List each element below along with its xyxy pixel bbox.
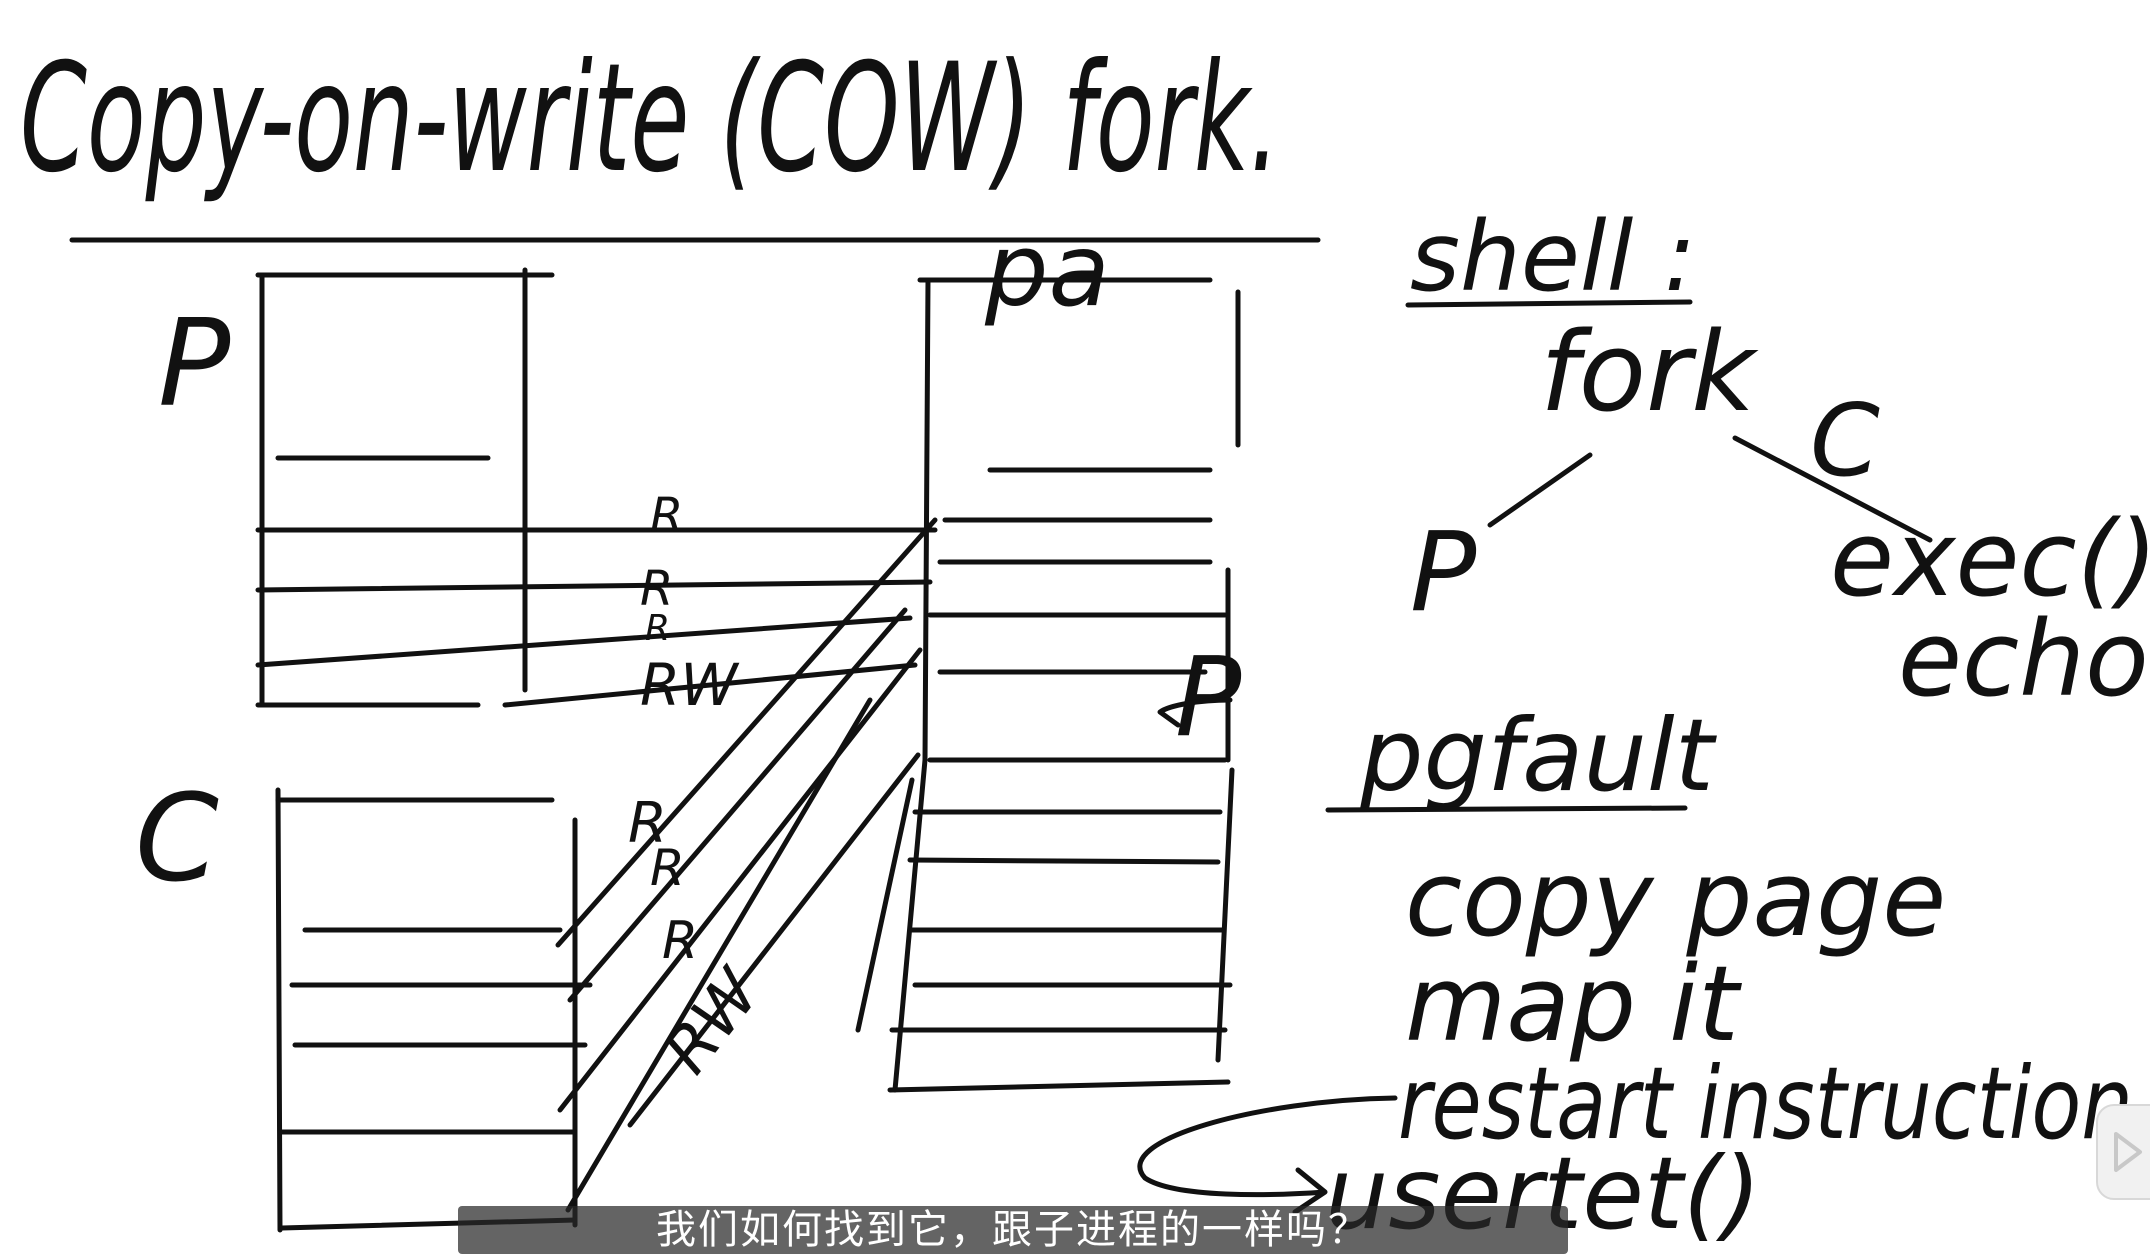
perm-label-r2: R: [640, 561, 673, 617]
child-perm-rw: RW: [650, 955, 776, 1088]
perm-label-r3: R: [645, 608, 670, 649]
play-button[interactable]: [2096, 1104, 2150, 1200]
pgfault-heading: pgfault: [1359, 697, 1718, 814]
pgfault-step-3: restart instruction: [1398, 1045, 2133, 1162]
shell-left: P: [1410, 508, 1477, 636]
child-perm-r3: R: [662, 911, 698, 971]
fork-left-branch: [1487, 452, 1593, 528]
shell-underline: [1405, 299, 1693, 308]
physical-p-label: P: [1175, 633, 1242, 761]
physical-p-arrow: [1157, 697, 1233, 728]
child-perm-r1: R: [628, 791, 667, 856]
video-subtitle: 我们如何找到它，跟子进程的一样吗？: [458, 1206, 1568, 1254]
child-perm-r2: R: [650, 839, 685, 897]
fork-right-branch: [1732, 435, 1933, 543]
shell-echo: echo: [1898, 598, 2149, 720]
parent-label: P: [158, 295, 231, 434]
parent-page-table: [255, 267, 938, 708]
title-text: Copy-on-write (COW) fork.: [20, 32, 1280, 206]
shell-heading: shell :: [1410, 201, 1696, 313]
pgfault-underline: [1325, 805, 1688, 813]
play-icon: [2114, 1132, 2142, 1172]
subtitle-text: 我们如何找到它，跟子进程的一样吗？: [656, 1207, 1370, 1253]
pgfault-step-1: copy page: [1405, 838, 1946, 960]
physical-label: pa: [984, 212, 1110, 329]
shell-exec: exec(): [1830, 498, 2150, 620]
shell-fork: fork: [1540, 308, 1759, 436]
pgfault-step-2: map it: [1405, 943, 1742, 1065]
child-page-table: [275, 517, 938, 1233]
perm-label-rw: RW: [640, 651, 740, 719]
perm-label-r1: R: [650, 488, 683, 544]
shell-right: C: [1810, 382, 1880, 499]
physical-memory: [855, 277, 1241, 1093]
child-label: C: [135, 770, 219, 909]
